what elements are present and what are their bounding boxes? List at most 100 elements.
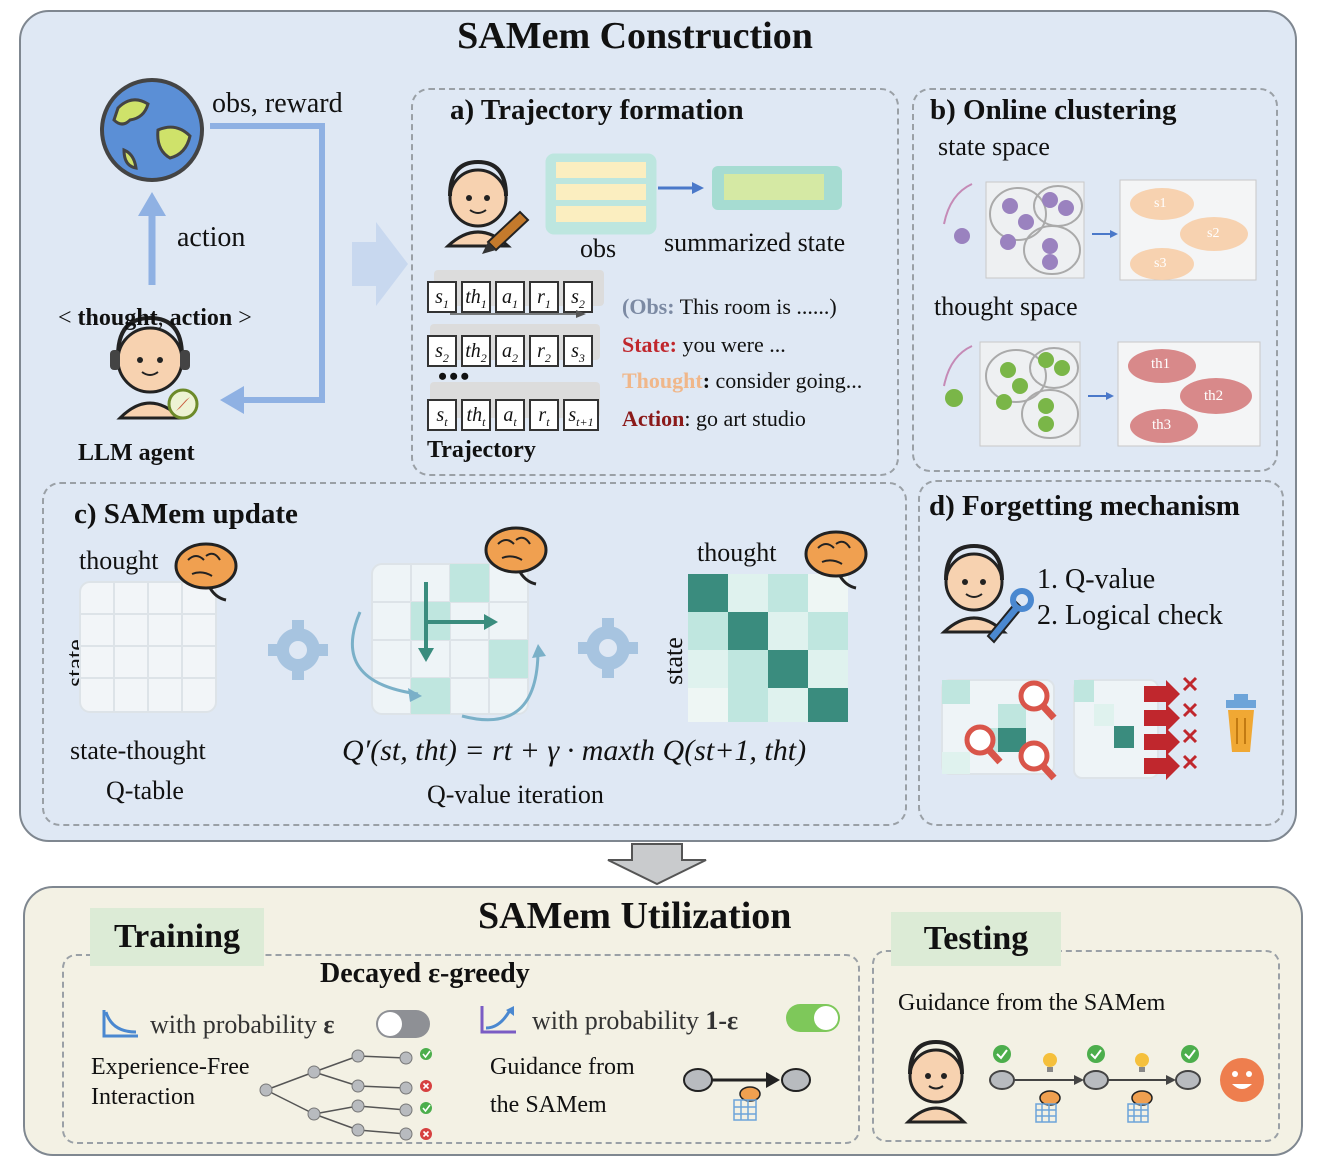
forget-item-1: 1. Q-value (1037, 564, 1156, 595)
smiley-icon (1220, 1058, 1264, 1102)
thought-cluster-3: th3 (1152, 417, 1172, 433)
thought-example: Thought: consider going... (622, 368, 863, 393)
traj-cell: th1 (465, 286, 487, 311)
check-icon (420, 1048, 432, 1060)
obs-example: (Obs: This room is ......) (622, 294, 837, 319)
obs-reward-label: obs, reward (212, 88, 343, 119)
brain-icon (739, 1086, 761, 1102)
gear-icon (578, 618, 638, 678)
traj-cell: at (503, 404, 517, 429)
flow-arrow (352, 222, 408, 306)
q-iteration-label: Q-value iteration (427, 780, 604, 809)
obs-label: obs (580, 234, 617, 263)
llm-agent-label: LLM agent (78, 440, 195, 466)
traj-cell: st+1 (568, 404, 594, 429)
environment-loop (100, 78, 325, 420)
action-label: action (177, 222, 246, 253)
magnifier-icon (964, 724, 1003, 765)
panel-c-frame (42, 482, 907, 826)
check-icon (1181, 1045, 1199, 1063)
samem-update-graphic (79, 526, 868, 722)
cross-icon (1182, 676, 1198, 770)
qtable-thought-label: thought (79, 546, 159, 575)
robot-agent-icon (904, 1039, 968, 1124)
traj-cell: s2 (571, 286, 585, 311)
cross-icon (420, 1128, 432, 1140)
state-cluster-3: s3 (1154, 256, 1167, 271)
thought-space-label: thought space (934, 292, 1078, 321)
clustering-graphic (943, 179, 1261, 447)
panel-a-frame (411, 88, 899, 476)
q-formula: Q′(st, tht) = rt + γ · maxth Q(st+1, tht… (342, 734, 807, 767)
state-space-label: state space (938, 132, 1050, 161)
check-icon (993, 1045, 1011, 1063)
testing-tag: Testing (891, 912, 1061, 966)
panel-b-frame (912, 88, 1278, 472)
panel-d-frame (918, 480, 1284, 826)
toggle-icon (376, 1010, 430, 1038)
bulb-icon (1043, 1053, 1057, 1072)
brain-icon (804, 530, 868, 590)
magnifier-icon (1018, 680, 1057, 721)
trash-icon (1226, 694, 1256, 752)
traj-cell: a1 (502, 286, 518, 311)
robot-agent-icon (444, 159, 512, 248)
traj-cell: a2 (502, 340, 518, 365)
cross-icon (420, 1080, 432, 1092)
panel-c-title: c) SAMem update (74, 498, 298, 530)
trajectory-label: Trajectory (427, 437, 536, 463)
thought-cluster-1: th1 (1151, 356, 1171, 372)
free-interaction-line2: Interaction (91, 1084, 195, 1110)
traj-cell: s3 (571, 340, 585, 365)
state-cluster-1: s1 (1154, 196, 1167, 211)
check-icon (1087, 1045, 1105, 1063)
traj-cell: th2 (465, 340, 487, 365)
brain-icon (174, 542, 238, 602)
state-example: State: you were ... (622, 332, 786, 357)
qtable-caption-1: state-thought (70, 736, 206, 765)
pencil-icon (482, 210, 530, 254)
prob-eps-label: with probability ε (150, 1010, 335, 1039)
action-example: Action: go art studio (622, 406, 806, 431)
decayed-greedy-heading: Decayed ε-greedy (320, 958, 530, 989)
robot-agent-icon (940, 543, 1008, 634)
construction-title: SAMem Construction (457, 15, 813, 57)
training-tag: Training (90, 908, 264, 966)
down-arrow (607, 843, 707, 886)
toggle-icon (786, 1004, 840, 1032)
testing-frame (872, 950, 1280, 1142)
traj-cell: s2 (435, 340, 449, 365)
compass-icon (167, 388, 199, 420)
thought-action-label: < thought, action > (58, 305, 252, 331)
qtable2-thought-label: thought (697, 538, 777, 567)
prob-1eps-label: with probability 1-ε (532, 1006, 739, 1035)
testing-guidance-label: Guidance from the SAMem (898, 990, 1166, 1016)
forgetting-graphic (940, 543, 1256, 781)
traj-cell: st (436, 404, 448, 429)
state-cluster-2: s2 (1207, 226, 1220, 241)
panel-d-title: d) Forgetting mechanism (929, 490, 1240, 522)
testing-graphic (904, 1039, 1264, 1124)
check-icon (420, 1102, 432, 1114)
training-frame (62, 954, 860, 1144)
brain-icon (484, 526, 548, 586)
gear-icon (268, 620, 328, 680)
panel-a-title: a) Trajectory formation (450, 94, 744, 126)
traj-cell: tht (466, 404, 486, 429)
free-interaction-line1: Experience-Free (91, 1054, 250, 1080)
traj-cell: rt (538, 404, 550, 429)
wrench-icon (986, 588, 1034, 644)
qtable-caption-2: Q-table (106, 776, 184, 805)
forget-item-2: 2. Logical check (1037, 600, 1223, 631)
globe-icon (100, 78, 204, 182)
magnifier-icon (1018, 740, 1057, 781)
traj-cell: r2 (537, 340, 551, 365)
trajectory-graphic (427, 153, 842, 431)
ellipsis-label: ••• (438, 362, 472, 391)
bulb-icon (1135, 1053, 1149, 1072)
guidance-line2: the SAMem (490, 1092, 607, 1118)
guidance-line1: Guidance from (490, 1054, 635, 1080)
utilization-title: SAMem Utilization (478, 895, 792, 937)
brain-icon (1131, 1090, 1153, 1106)
panel-b-title: b) Online clustering (930, 94, 1177, 126)
